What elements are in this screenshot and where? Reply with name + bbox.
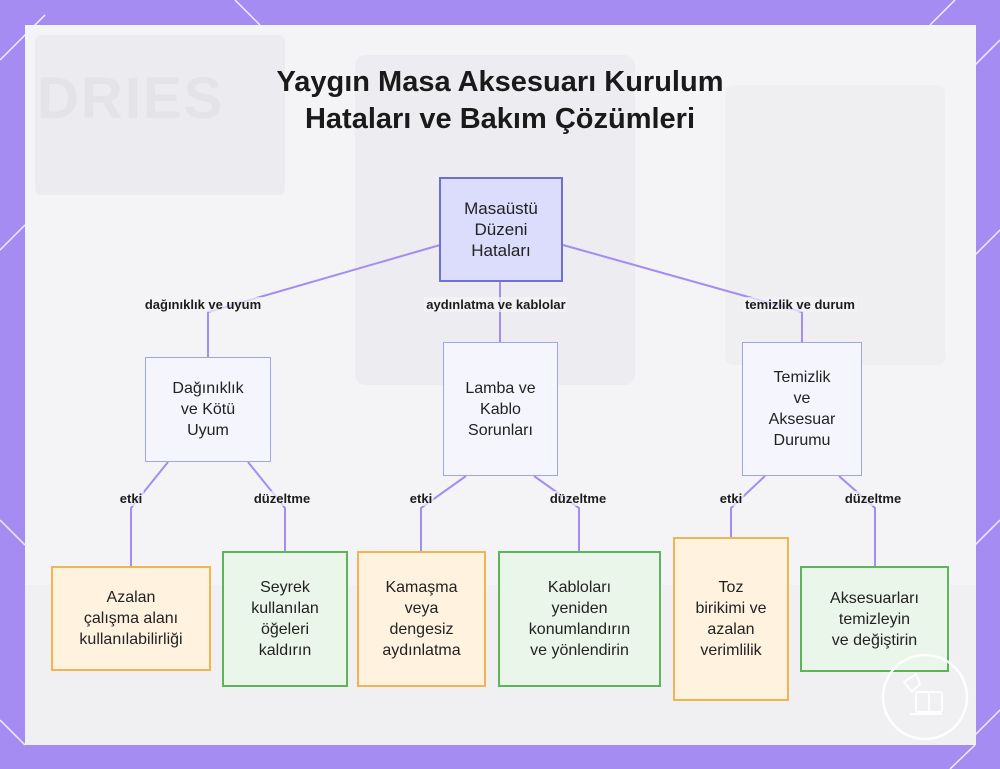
node-lamp-and-cable-issues: Lamba ve Kablo Sorunları xyxy=(443,342,558,476)
node-dust-buildup: Toz birikimi ve azalan verimlilik xyxy=(673,537,789,701)
edge-label-effect: etki xyxy=(718,491,744,506)
logo-badge-icon xyxy=(880,652,970,742)
node-root-desk-setup-errors: Masaüstü Düzeni Hataları xyxy=(439,177,563,282)
edge-label-clutter: dağınıklık ve uyum xyxy=(143,297,263,312)
node-clutter-and-poor-fit: Dağınıklık ve Kötü Uyum xyxy=(145,357,271,462)
edge-label-lamp-cable: aydınlatma ve kablolar xyxy=(424,297,567,312)
node-reduced-workspace: Azalan çalışma alanı kullanılabilirliği xyxy=(51,566,211,671)
edge-clutter-remove-items xyxy=(248,462,285,551)
edge-cleaning-dust xyxy=(731,476,765,537)
node-cleaning-and-accessory-condition: Temizlik ve Aksesuar Durumu xyxy=(742,342,862,476)
node-remove-rarely-used-items: Seyrek kullanılan öğeleri kaldırın xyxy=(222,551,348,687)
edge-clutter-reduced-space xyxy=(131,462,168,566)
edge-label-fix: düzeltme xyxy=(843,491,903,506)
edge-label-effect: etki xyxy=(118,491,144,506)
edge-label-effect: etki xyxy=(408,491,434,506)
node-glare-or-uneven-lighting: Kamaşma veya dengesiz aydınlatma xyxy=(357,551,486,687)
edge-lamp-cable-glare xyxy=(421,476,466,551)
edge-label-cleaning: temizlik ve durum xyxy=(743,297,857,312)
edge-label-fix: düzeltme xyxy=(548,491,608,506)
edge-cleaning-clean-replace xyxy=(839,476,875,566)
edge-lamp-cable-reroute xyxy=(534,476,579,551)
edge-root-cleaning xyxy=(563,245,802,342)
edge-label-fix: düzeltme xyxy=(252,491,312,506)
node-reposition-and-route-cables: Kabloları yeniden konumlandırın ve yönle… xyxy=(498,551,661,687)
